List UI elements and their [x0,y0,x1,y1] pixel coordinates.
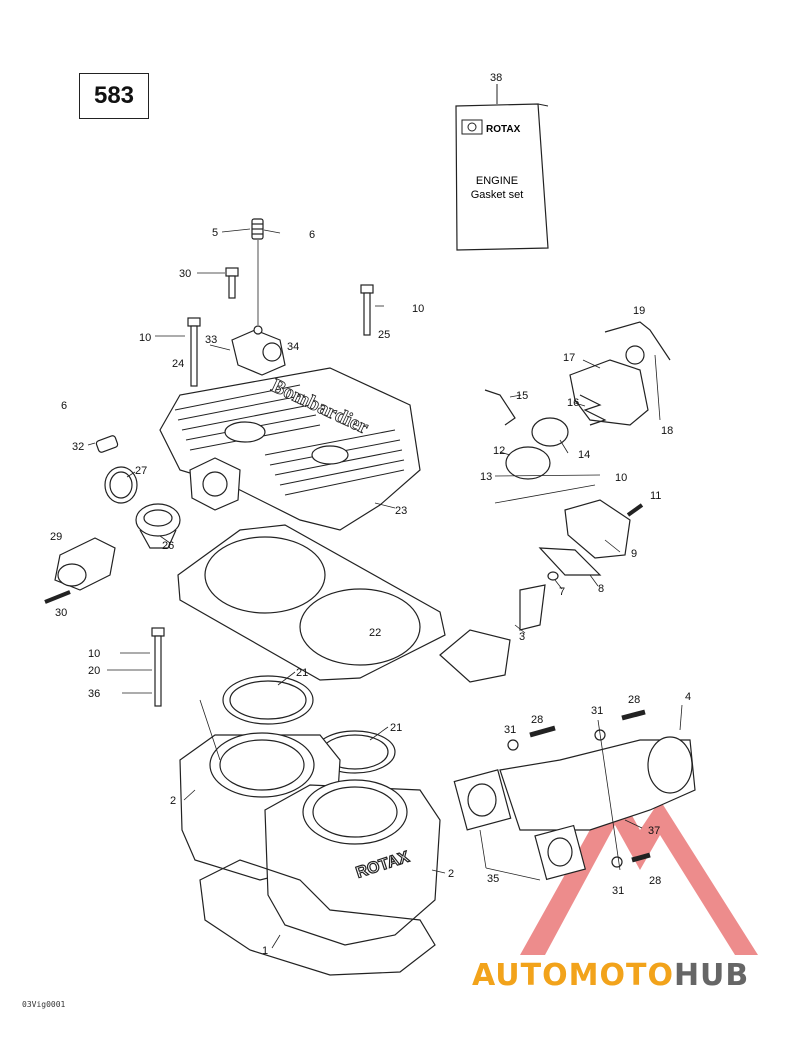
callout-8: 8 [598,583,604,595]
callout-17: 17 [563,352,575,364]
callout-20: 20 [88,665,100,677]
gasket-line-2: Gasket set [471,189,524,201]
callout-10a: 10 [412,303,424,315]
gasket-set-package: ROTAX ENGINE Gasket set [455,84,549,251]
callout-21a: 21 [296,667,308,679]
watermark-part-1: AUTOMOTO [472,958,674,993]
callout-2a: 2 [170,795,176,807]
cylinder-head: Bombardier [159,325,421,531]
callout-3: 3 [519,631,525,643]
callout-18: 18 [661,425,673,437]
exhaust-manifold [453,709,696,881]
callout-27: 27 [135,465,147,477]
callout-6b: 6 [61,400,67,412]
head-bolts [44,218,374,707]
callout-14: 14 [578,449,590,461]
callout-7: 7 [559,586,565,598]
callout-30b: 30 [55,607,67,619]
callout-28a: 28 [628,694,640,706]
callout-13: 13 [480,471,492,483]
callout-11: 11 [650,490,661,502]
model-number-box: 583 [79,73,149,119]
gasket-line-1: ENGINE [476,175,518,187]
callout-36: 36 [88,688,100,700]
callout-34: 34 [287,341,299,353]
watermark-part-2: HUB [673,958,750,993]
callout-23: 23 [395,505,407,517]
callout-31c: 31 [612,885,624,897]
callout-24: 24 [172,358,184,370]
callout-21b: 21 [390,722,402,734]
callout-28c: 28 [649,875,661,887]
callout-19: 19 [633,305,645,317]
callout-4: 4 [685,691,691,703]
callout-10b: 10 [139,332,151,344]
callout-28b: 28 [531,714,543,726]
head-gasket [177,524,446,681]
callout-31b: 31 [504,724,516,736]
gasket-brand: ROTAX [486,124,521,135]
callout-6a: 6 [309,229,315,241]
callout-35: 35 [487,873,499,885]
model-number: 583 [93,82,135,109]
callout-29: 29 [50,531,62,543]
callout-5: 5 [212,227,218,239]
callout-12: 12 [493,445,505,457]
watermark-text: AUTOMOTOHUB [472,958,749,993]
callout-37: 37 [648,825,660,837]
callout-33: 33 [205,334,217,346]
callout-22: 22 [369,627,381,639]
callout-16: 16 [567,397,579,409]
callout-31a: 31 [591,705,603,717]
callout-25: 25 [378,329,390,341]
figure-code: 03Vig0001 [22,1000,66,1009]
callout-10d: 10 [615,472,627,484]
callout-26: 26 [162,540,174,552]
leader-lines [87,84,683,949]
cylinders: ROTAX [179,675,441,976]
rave-valve-assembly [439,321,671,683]
callout-labels: 5 6 30 10 10 25 33 34 24 6 32 27 23 29 2… [50,72,691,957]
callout-15: 15 [516,390,528,402]
callout-9: 9 [631,548,637,560]
callout-32: 32 [72,441,84,453]
callout-38: 38 [490,72,502,84]
callout-10c: 10 [88,648,100,660]
callout-2b: 2 [448,868,454,880]
callout-1: 1 [262,945,268,957]
callout-30a: 30 [179,268,191,280]
